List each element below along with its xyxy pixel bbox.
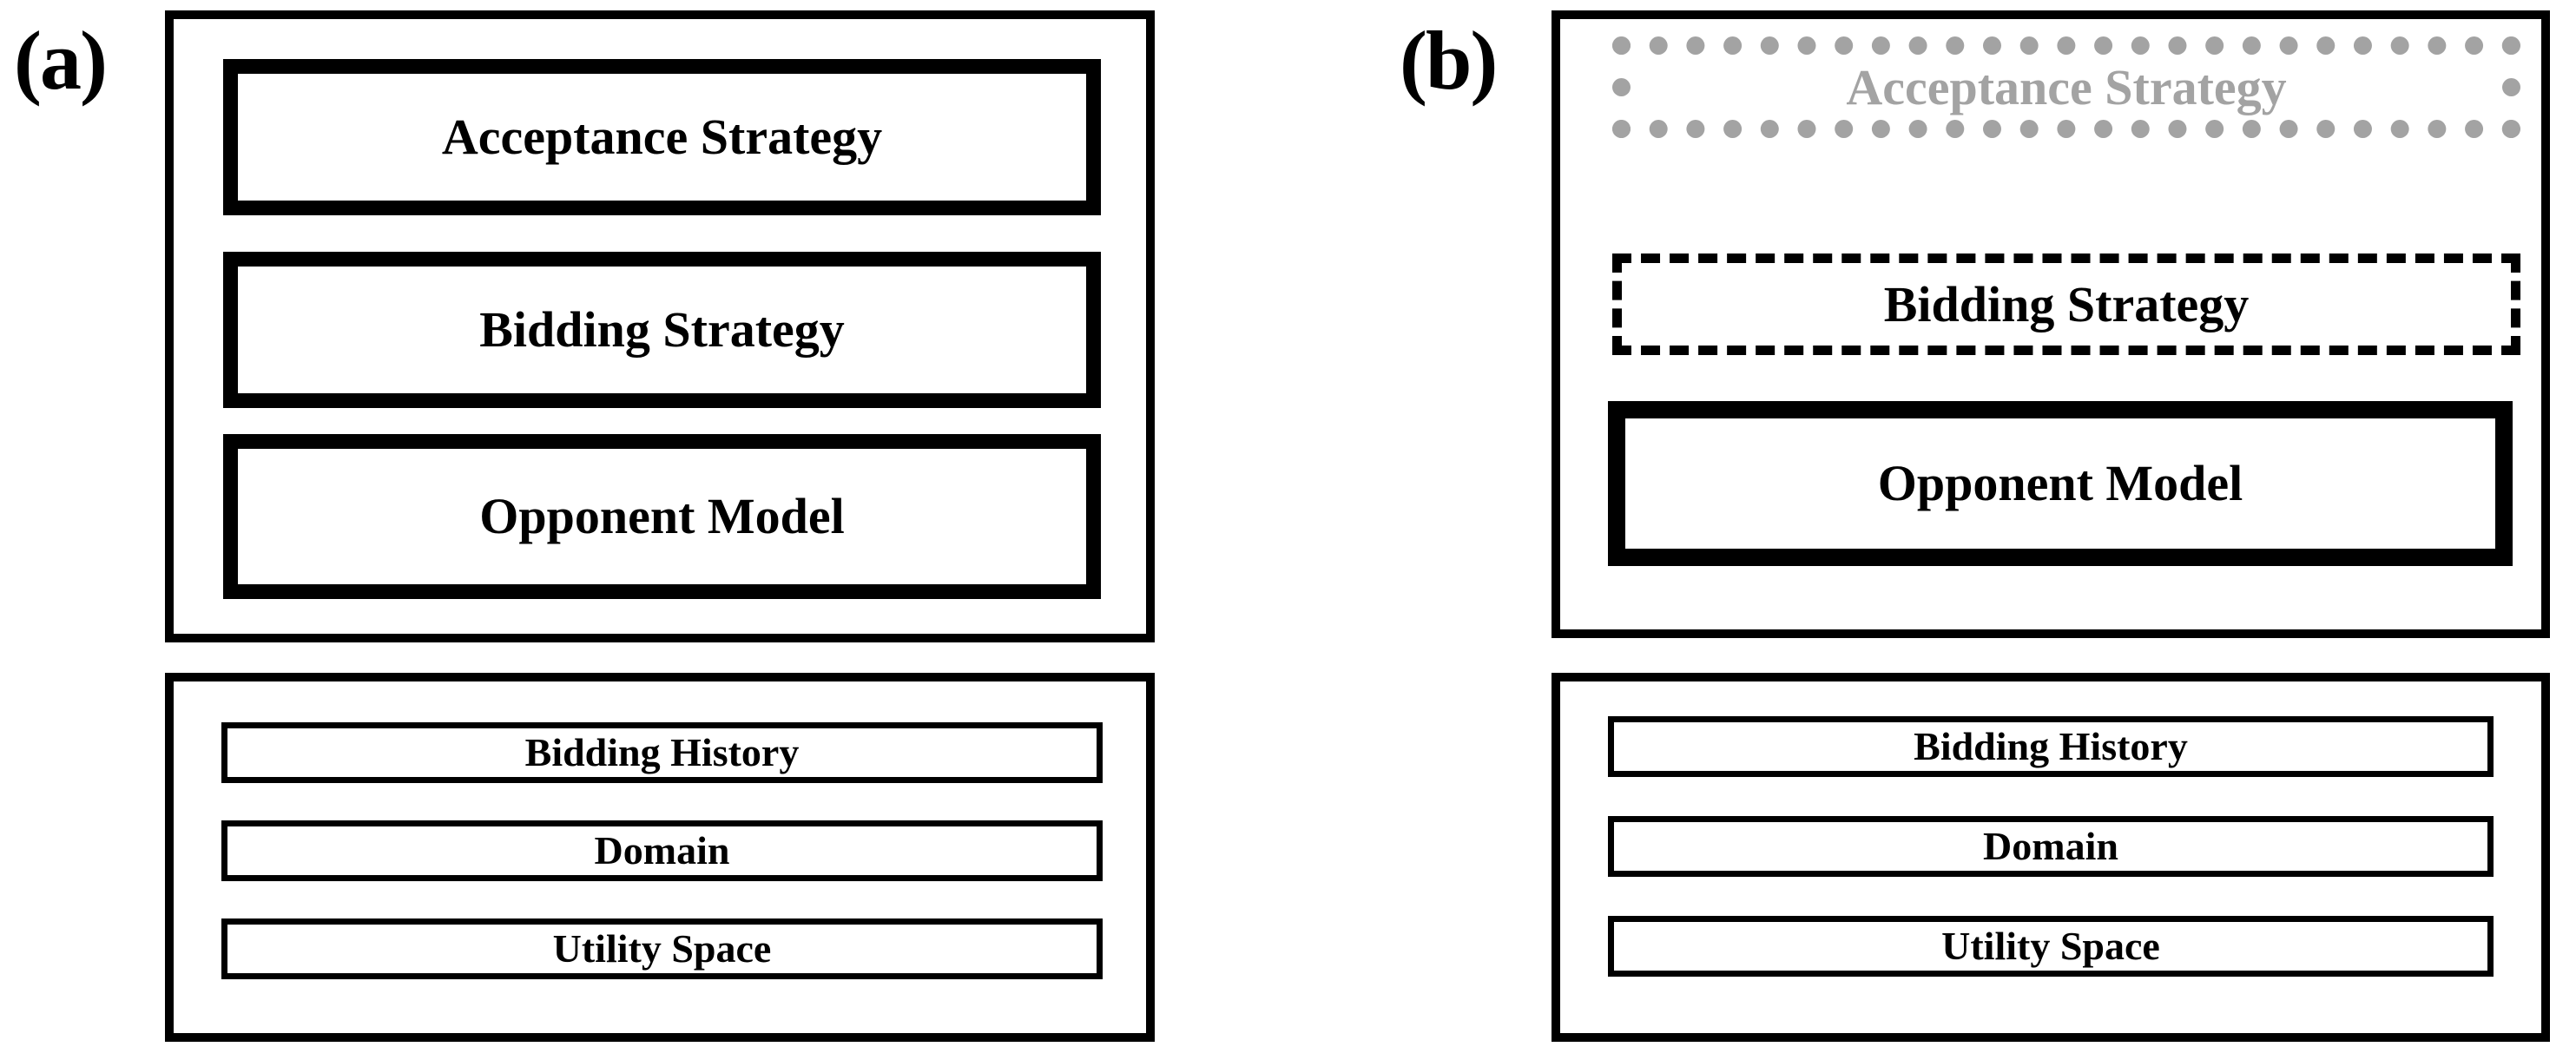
panel-a-acceptance-strategy-label: Acceptance Strategy xyxy=(441,109,883,165)
panel-b-domain-label: Domain xyxy=(1983,824,2118,868)
panel-a-bidding-history-label: Bidding History xyxy=(524,730,800,774)
panel-b-bidding-strategy-box[interactable]: Bidding Strategy xyxy=(1612,253,2520,355)
panel-a-bidding-strategy-box[interactable]: Bidding Strategy xyxy=(223,252,1101,408)
panel-a-utility-space-label: Utility Space xyxy=(552,926,772,971)
panel-b-bidding-history-label: Bidding History xyxy=(1914,724,2188,768)
panel-a-domain-label: Domain xyxy=(594,828,730,872)
panel-label-a: (a) xyxy=(14,14,108,107)
panel-b-domain-box[interactable]: Domain xyxy=(1608,816,2494,877)
panel-b-utility-space-label: Utility Space xyxy=(1941,924,2160,968)
panel-a-acceptance-strategy-box[interactable]: Acceptance Strategy xyxy=(223,59,1101,215)
panel-b-opponent-model-box[interactable]: Opponent Model xyxy=(1608,401,2513,566)
panel-b-acceptance-strategy-label: Acceptance Strategy xyxy=(1846,58,2287,115)
panel-b-negotiation-environment-container: Bidding History Domain Utility Space xyxy=(1552,673,2550,1042)
panel-a-bidding-history-box[interactable]: Bidding History xyxy=(221,722,1103,783)
panel-a-bidding-strategy-label: Bidding Strategy xyxy=(479,301,845,358)
panel-b-bidding-strategy-label: Bidding Strategy xyxy=(1883,275,2250,332)
panel-a-opponent-model-box[interactable]: Opponent Model xyxy=(223,434,1101,599)
panel-b-opponent-model-label: Opponent Model xyxy=(1877,455,2243,511)
panel-label-b: (b) xyxy=(1400,14,1498,107)
panel-b-acceptance-strategy-box[interactable]: Acceptance Strategy xyxy=(1612,36,2520,138)
panel-a-opponent-model-label: Opponent Model xyxy=(479,488,845,544)
panel-a-negotiating-agent-container: Acceptance Strategy Bidding Strategy Opp… xyxy=(165,10,1155,642)
panel-b-bidding-history-box[interactable]: Bidding History xyxy=(1608,716,2494,777)
panel-b-utility-space-box[interactable]: Utility Space xyxy=(1608,916,2494,977)
panel-a-negotiation-environment-container: Bidding History Domain Utility Space xyxy=(165,673,1155,1042)
panel-b-negotiating-agent-container: Acceptance Strategy Bidding Strategy Opp… xyxy=(1552,10,2550,638)
panel-a-utility-space-box[interactable]: Utility Space xyxy=(221,918,1103,979)
panel-a-domain-box[interactable]: Domain xyxy=(221,820,1103,881)
